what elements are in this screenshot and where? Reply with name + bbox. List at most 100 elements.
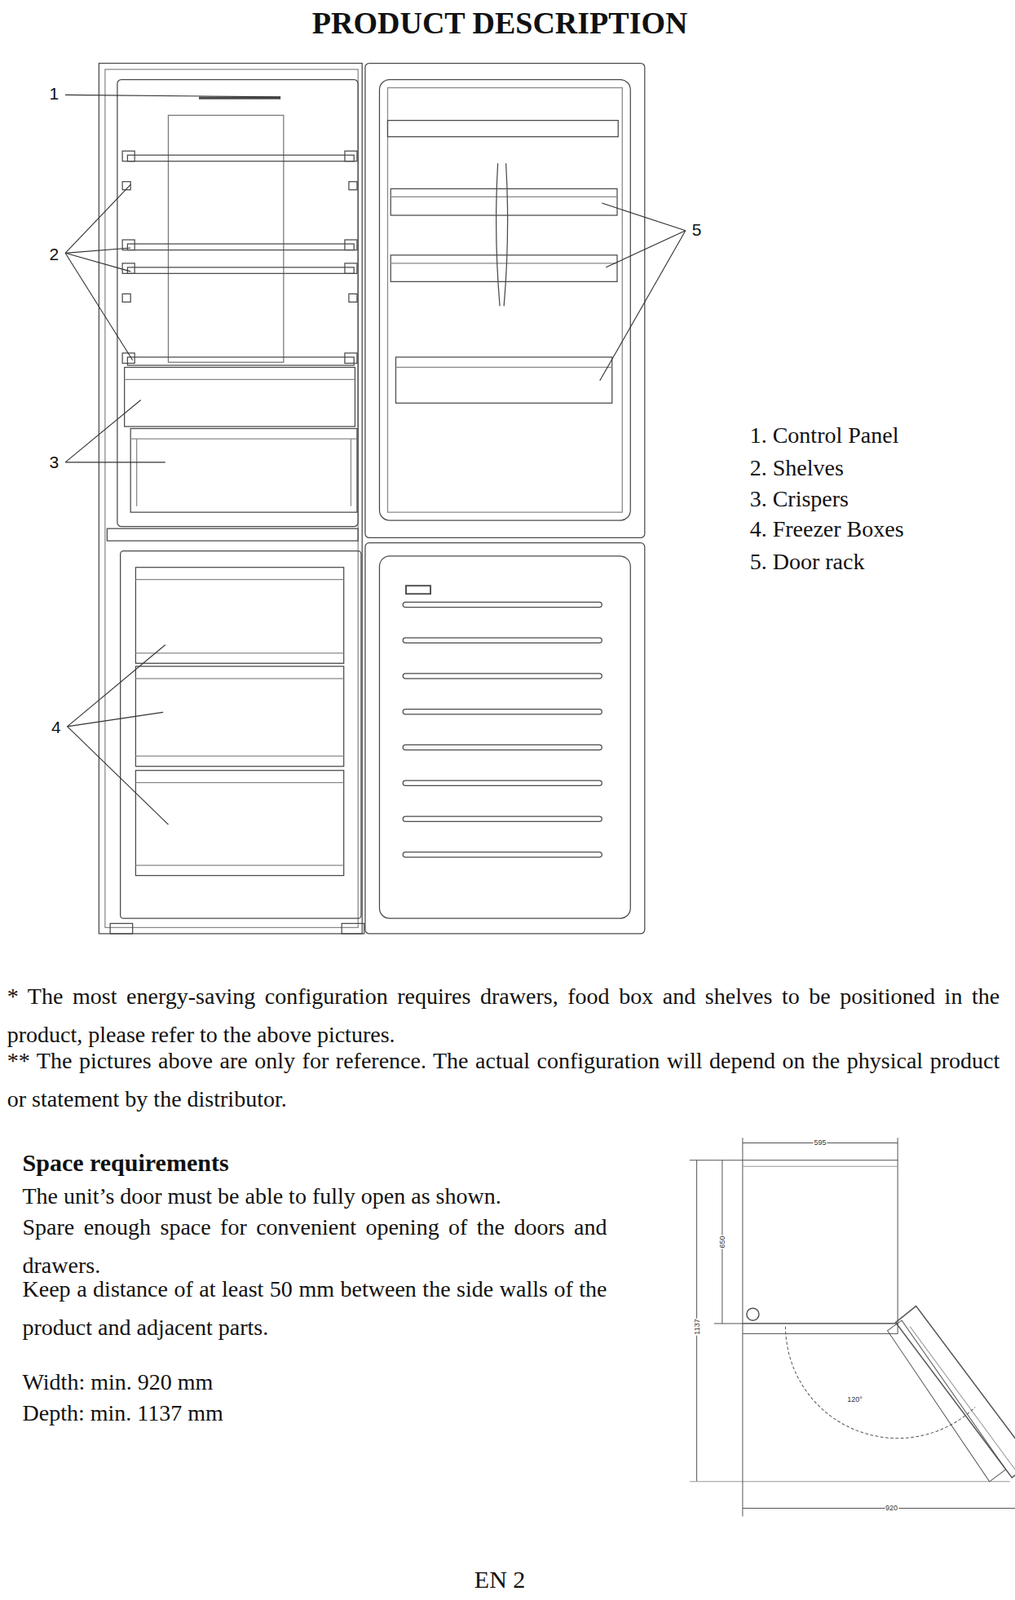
- leader-line: [65, 94, 281, 98]
- crisper-edge: [136, 438, 137, 507]
- shelf-support: [122, 150, 135, 162]
- shelf-support: [122, 353, 135, 364]
- compartment-divider: [106, 528, 358, 541]
- door-gasket: [379, 556, 631, 918]
- dimension-spec: Depth: min. 1137 mm: [22, 1398, 224, 1427]
- door-gasket: [379, 79, 631, 521]
- crisper-edge: [124, 379, 356, 380]
- leader-line: [65, 461, 166, 463]
- section-heading: Space requirements: [22, 1147, 230, 1178]
- door-rack: [390, 188, 618, 216]
- callout-number: 4: [51, 717, 62, 737]
- leader-line: [67, 726, 169, 825]
- door-ridge: [402, 601, 602, 607]
- shelf: [127, 243, 354, 251]
- door-icon: [406, 585, 431, 594]
- freezer-box-edge: [135, 652, 344, 654]
- freezer-box-edge: [135, 677, 344, 679]
- shelf: [127, 267, 354, 274]
- leader-line: [65, 247, 131, 253]
- callout-number: 3: [48, 452, 59, 473]
- hinge-symbol: [746, 1307, 760, 1320]
- callout-number: 1: [48, 83, 59, 104]
- extension-line: [714, 1322, 743, 1324]
- part-list-item: 1. Control Panel: [750, 421, 900, 450]
- freezer-box: [135, 567, 344, 664]
- closed-door: [742, 1323, 898, 1334]
- leader-line: [600, 230, 686, 381]
- dimension-line: [742, 1507, 1015, 1509]
- door-ridge: [402, 709, 602, 715]
- dimension-value: 920: [884, 1503, 899, 1513]
- open-door-rack: [887, 1319, 1007, 1482]
- fridge-door: [365, 63, 645, 539]
- cabinet-outline: [98, 63, 362, 934]
- part-list-item: 5. Door rack: [750, 547, 865, 576]
- freezer-box-edge: [135, 755, 344, 757]
- foot: [110, 922, 133, 934]
- body-text: Keep a distance of at least 50 mm betwee…: [22, 1270, 608, 1347]
- part-list-item: 4. Freezer Boxes: [750, 515, 905, 543]
- fridge-top-edge: [742, 1165, 898, 1167]
- fridge-compartment: [117, 79, 358, 527]
- shelf-support: [122, 263, 135, 274]
- door-rack: [390, 255, 618, 283]
- crisper-edge: [350, 438, 352, 507]
- door-rack-edge: [390, 196, 618, 198]
- leader-line: [601, 203, 686, 231]
- shelf-support: [348, 181, 358, 190]
- door-ridge: [402, 780, 602, 786]
- door-ridge: [402, 744, 602, 750]
- shelf-support: [344, 353, 358, 364]
- footnote: * The most energy-saving configuration r…: [7, 977, 1000, 1055]
- door-rack-edge: [390, 262, 618, 264]
- leader-line: [65, 252, 133, 360]
- shelf: [127, 154, 354, 162]
- extension-line: [897, 1137, 899, 1161]
- dimension-value: 595: [812, 1138, 827, 1148]
- extension-line: [741, 1332, 743, 1516]
- crisper-edge: [130, 437, 358, 439]
- door-ridge: [402, 851, 602, 857]
- body-text: Spare enough space for convenient openin…: [22, 1208, 608, 1285]
- door-ridge: [402, 816, 602, 821]
- body-text: The unit’s door must be able to fully op…: [22, 1177, 608, 1216]
- crisper-cover: [127, 357, 354, 366]
- callout-number: 2: [48, 244, 59, 265]
- space-drawing: [689, 1137, 1015, 1516]
- crisper: [124, 366, 356, 427]
- dimension-value: 120°: [846, 1394, 864, 1404]
- dimension-value: 650: [717, 1234, 727, 1249]
- shelf-support: [344, 263, 358, 274]
- shelf-support: [122, 293, 131, 302]
- cabinet-inner-edge: [105, 69, 358, 927]
- door-rack: [387, 120, 618, 137]
- freezer-box: [135, 666, 344, 767]
- open-door-edge: [909, 1326, 1015, 1470]
- extension-line: [689, 1159, 715, 1161]
- page-number: EN 2: [474, 1564, 526, 1594]
- shelf-support: [344, 239, 358, 251]
- shelf-support: [344, 150, 358, 162]
- crisper: [130, 428, 358, 513]
- dimension-spec: Width: min. 920 mm: [22, 1368, 214, 1396]
- door-ridge: [402, 673, 602, 679]
- door-ridge: [402, 637, 602, 643]
- shelf-support: [348, 293, 358, 302]
- freezer-compartment: [120, 551, 362, 918]
- callout-number: 5: [692, 220, 702, 240]
- extension-line: [689, 1480, 1011, 1482]
- freezer-door: [365, 542, 645, 934]
- leader-line: [65, 184, 131, 253]
- fridge-top-view: [742, 1160, 898, 1324]
- bottle-holder: [496, 163, 508, 306]
- door-liner: [387, 88, 623, 513]
- foot: [341, 922, 365, 934]
- back-panel: [167, 114, 283, 362]
- extension-line: [741, 1137, 743, 1161]
- part-list-item: 3. Crispers: [750, 485, 849, 513]
- footnote: ** The pictures above are only for refer…: [7, 1041, 1000, 1119]
- door-rack-edge: [395, 366, 612, 368]
